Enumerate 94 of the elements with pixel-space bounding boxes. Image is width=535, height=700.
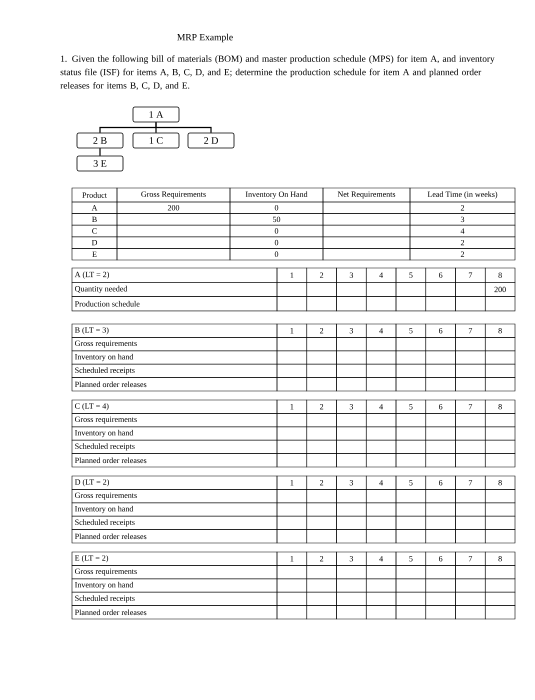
connector-line	[155, 122, 212, 133]
period-number: 4	[366, 268, 396, 283]
row-label: D (LT = 2)	[72, 476, 278, 490]
period-number: 5	[396, 400, 426, 414]
period-number: 8	[484, 324, 516, 338]
row-label: Quantity needed	[72, 282, 278, 297]
period-number: 6	[425, 268, 456, 283]
row-label: B (LT = 3)	[72, 324, 278, 338]
table-cell: B	[72, 213, 118, 226]
period-number: 5	[396, 476, 426, 490]
row-label: Scheduled receipts	[72, 592, 278, 606]
row-label: Planned order releases	[72, 529, 278, 544]
table-cell: 2	[410, 236, 516, 249]
row-label: Inventory on hand	[72, 350, 278, 364]
period-number: 2	[306, 268, 337, 283]
table-cell: 0	[230, 248, 324, 260]
table-cell: 0	[230, 236, 324, 249]
table-cell: 200	[484, 282, 516, 297]
title: MRP Example	[177, 34, 233, 42]
period-number: 6	[425, 552, 456, 566]
period-number: 1	[276, 476, 308, 490]
period-number: 3	[336, 268, 367, 283]
period-number: 1	[276, 552, 308, 566]
period-number: 6	[425, 476, 456, 490]
period-number: 3	[336, 476, 367, 490]
row-label: Gross requirements	[72, 413, 278, 428]
header-cell: Inventory On Hand	[230, 188, 324, 202]
part-box: 2 D	[188, 132, 234, 148]
connector-line	[99, 148, 101, 156]
table-cell: E	[72, 248, 118, 260]
period-number: 4	[366, 400, 396, 414]
row-label: Inventory on hand	[72, 502, 278, 516]
row-label: Planned order releases	[72, 605, 278, 620]
row-label: Gross requirements	[72, 337, 278, 352]
row-label: Inventory on hand	[72, 578, 278, 592]
table-cell: 0	[230, 202, 324, 214]
period-number: 3	[336, 324, 367, 338]
header-cell: Gross Requirements	[116, 188, 230, 202]
row-label: Scheduled receipts	[72, 440, 278, 454]
period-number: 1	[276, 268, 308, 283]
period-number: 2	[306, 552, 337, 566]
row-label: Planned order releases	[72, 453, 278, 468]
table-cell: 4	[410, 224, 516, 238]
period-number: 4	[366, 552, 396, 566]
table-cell: 0	[230, 224, 324, 238]
period-number: 5	[396, 268, 426, 283]
table-cell: 200	[116, 202, 230, 214]
period-number: 7	[455, 552, 486, 566]
header-cell: Product	[72, 188, 118, 202]
period-number: 4	[366, 476, 396, 490]
header-cell: Net Requirements	[322, 188, 410, 202]
period-number: 7	[455, 476, 486, 490]
table-cell: C	[72, 224, 118, 238]
row-label: Scheduled receipts	[72, 516, 278, 530]
table-cell: 2	[410, 202, 516, 214]
table-cell: D	[72, 236, 118, 249]
row-label: Scheduled receipts	[72, 364, 278, 378]
table-cell: A	[72, 202, 118, 214]
period-number: 7	[455, 400, 486, 414]
period-number: 2	[306, 324, 337, 338]
period-number: 2	[306, 400, 337, 414]
period-number: 5	[396, 324, 426, 338]
period-number: 8	[484, 552, 516, 566]
row-label: C (LT = 4)	[72, 400, 278, 414]
period-number: 8	[484, 476, 516, 490]
row-label: A (LT = 2)	[72, 268, 278, 283]
part-box: 1 C	[132, 132, 180, 148]
period-number: 3	[336, 552, 367, 566]
period-number: 4	[366, 324, 396, 338]
period-number: 7	[455, 268, 486, 283]
period-number: 6	[425, 400, 456, 414]
row-label: Gross requirements	[72, 565, 278, 580]
row-label: Production schedule	[72, 296, 278, 312]
period-number: 1	[276, 400, 308, 414]
period-number: 8	[484, 400, 516, 414]
row-label: E (LT = 2)	[72, 552, 278, 566]
table-cell: 3	[410, 213, 516, 226]
period-number: 5	[396, 552, 426, 566]
period-number: 7	[455, 324, 486, 338]
period-number: 2	[306, 476, 337, 490]
table-cell: 50	[230, 213, 324, 226]
period-number: 3	[336, 400, 367, 414]
period-number: 6	[425, 324, 456, 338]
table-cell: 2	[410, 248, 516, 260]
part-box: 2 B	[76, 132, 124, 148]
row-label: Planned order releases	[72, 377, 278, 392]
row-label: Gross requirements	[72, 489, 278, 504]
part-box: 1 A	[132, 106, 180, 122]
period-number: 1	[276, 324, 308, 338]
part-box: 3 E	[76, 156, 124, 172]
period-number: 8	[484, 268, 516, 283]
header-cell: Lead Time (in weeks)	[410, 188, 516, 202]
row-label: Inventory on hand	[72, 426, 278, 440]
question-text: 1. Given the following bill of materials (BOM) and master production schedule (MPS) for item A, and inventory status file (ISF) for items A, B, C, D, and E; determine the production schedule for item A and planned order releases for items B, C, D, and E.	[60, 55, 495, 90]
